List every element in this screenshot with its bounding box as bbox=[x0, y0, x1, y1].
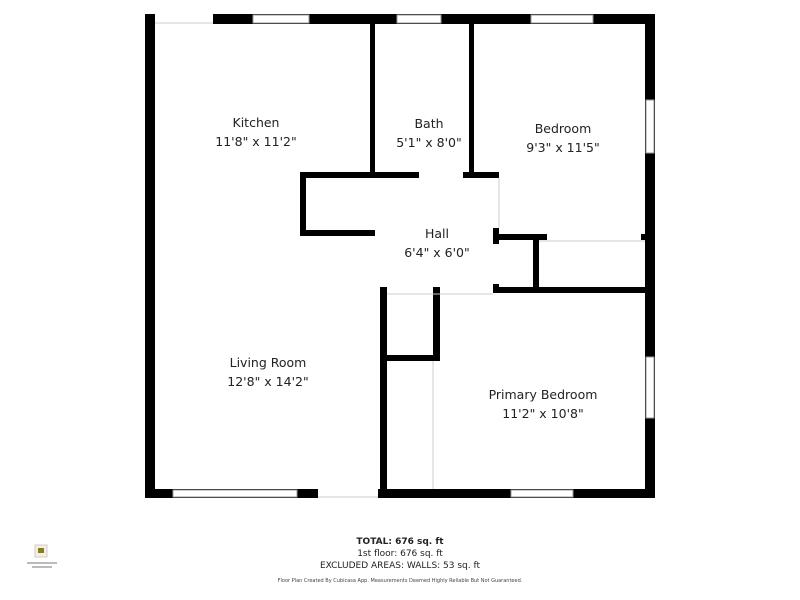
logo bbox=[27, 544, 57, 568]
wall-closet-bottom bbox=[300, 230, 375, 236]
room-dims-bath: 5'1" x 8'0" bbox=[396, 135, 462, 150]
room-name-bath: Bath bbox=[414, 116, 443, 131]
room-dims-kitchen: 11'8" x 11'2" bbox=[215, 134, 296, 149]
wall-hall-right-b bbox=[493, 284, 499, 293]
windows bbox=[172, 14, 655, 498]
room-name-living-room: Living Room bbox=[230, 355, 307, 370]
window bbox=[530, 14, 594, 24]
window bbox=[645, 356, 655, 419]
wall-hall-top bbox=[463, 172, 499, 178]
window bbox=[172, 489, 298, 498]
window bbox=[645, 99, 655, 154]
wall-bedroom-closet-mid bbox=[533, 234, 539, 293]
wall-right bbox=[645, 14, 655, 498]
walls bbox=[145, 14, 655, 498]
wall-closet-left bbox=[300, 172, 306, 236]
excluded-areas: EXCLUDED AREAS: WALLS: 53 sq. ft bbox=[319, 561, 481, 571]
wall-closet2-bottom bbox=[387, 355, 440, 361]
room-dims-hall: 6'4" x 6'0" bbox=[404, 245, 470, 260]
wall-top-corner bbox=[145, 14, 155, 24]
window bbox=[510, 489, 574, 498]
room-dims-primary-bedroom: 11'2" x 10'8" bbox=[502, 406, 583, 421]
disclaimer: Floor Plan Created By Cubicasa App. Meas… bbox=[277, 578, 523, 584]
window bbox=[396, 14, 442, 24]
wall-bedroom-closet-stub bbox=[641, 234, 647, 240]
room-name-hall: Hall bbox=[425, 226, 449, 241]
wall-closet-top bbox=[300, 172, 419, 178]
wall-bedroom-closet-top bbox=[493, 234, 547, 240]
wall-hall-right-a bbox=[493, 228, 499, 244]
thin-lines bbox=[155, 22, 645, 498]
wall-left bbox=[145, 14, 155, 498]
wall-bedroom-bottom bbox=[493, 287, 655, 293]
room-name-bedroom: Bedroom bbox=[535, 121, 592, 136]
floor-area: 1st floor: 676 sq. ft bbox=[357, 549, 443, 559]
room-dims-living-room: 12'8" x 14'2" bbox=[227, 374, 308, 389]
wall-living-hall bbox=[380, 287, 387, 498]
room-name-kitchen: Kitchen bbox=[233, 115, 280, 130]
room-labels: Kitchen 11'8" x 11'2" Bath 5'1" x 8'0" B… bbox=[215, 115, 599, 421]
room-name-primary-bedroom: Primary Bedroom bbox=[489, 387, 598, 402]
room-dims-bedroom: 9'3" x 11'5" bbox=[526, 140, 599, 155]
window bbox=[252, 14, 310, 24]
wall-closet2-right bbox=[433, 287, 440, 361]
wall-kitchen-bath bbox=[370, 24, 375, 178]
total-area: TOTAL: 676 sq. ft bbox=[356, 537, 444, 547]
wall-bath-bedroom bbox=[469, 24, 474, 178]
